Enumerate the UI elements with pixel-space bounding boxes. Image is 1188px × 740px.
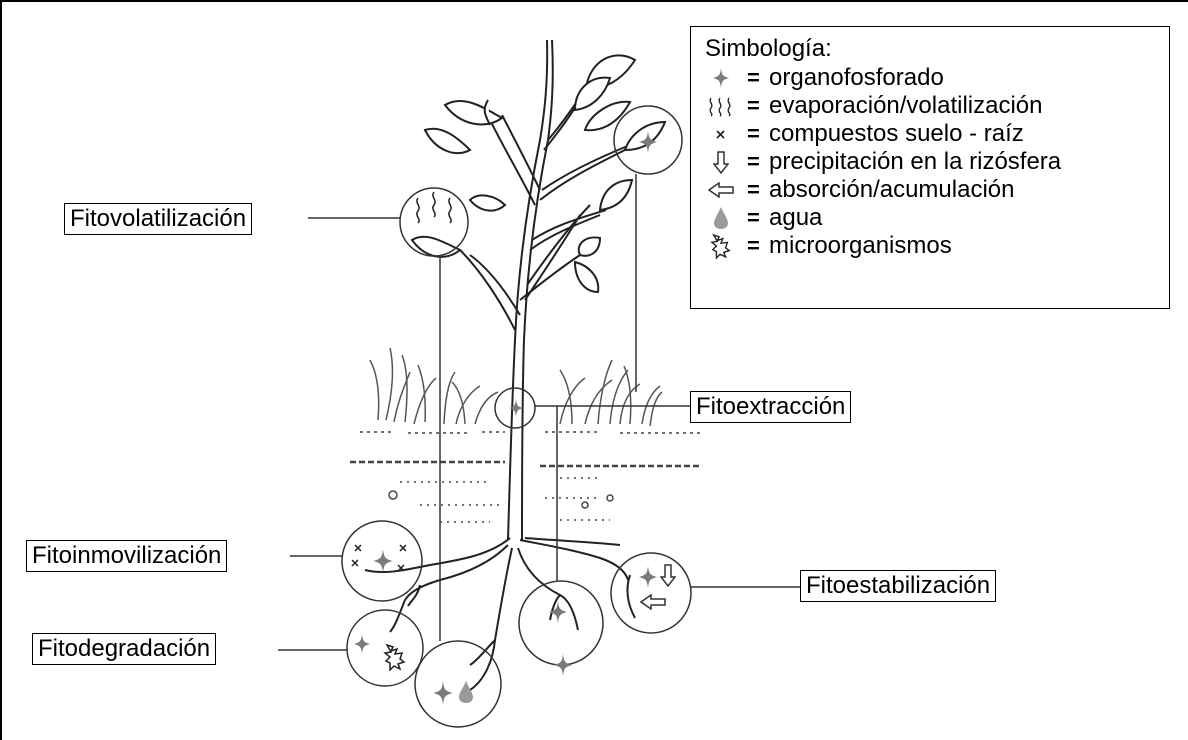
plant-roots bbox=[365, 538, 635, 690]
cross-mark-icon bbox=[703, 120, 739, 148]
legend-text: absorción/acumulación bbox=[769, 176, 1014, 204]
label-fitodegradacion: Fitodegradación bbox=[32, 633, 216, 665]
legend-text: precipitación en la rizósfera bbox=[769, 148, 1061, 176]
legend-box: Simbología: = organofosforado = evaporac… bbox=[690, 26, 1170, 309]
cross-marks bbox=[352, 545, 406, 571]
legend-item: = precipitación en la rizósfera bbox=[703, 148, 1163, 176]
label-fitoinmovilizacion: Fitoinmovilización bbox=[26, 540, 227, 572]
legend-text: compuestos suelo - raíz bbox=[769, 120, 1024, 148]
label-fitoestabilizacion: Fitoestabilización bbox=[800, 570, 996, 602]
water-drop-icon bbox=[703, 204, 739, 232]
microorganism-icon bbox=[703, 232, 739, 260]
legend-text: microorganismos bbox=[769, 232, 952, 260]
legend-separator: = bbox=[747, 148, 760, 176]
legend-item: = organofosforado bbox=[703, 64, 1163, 92]
legend-item: = absorción/acumulación bbox=[703, 176, 1163, 204]
legend-text: evaporación/volatilización bbox=[769, 92, 1043, 120]
evaporation-wave-icon bbox=[703, 92, 739, 120]
legend-title: Simbología: bbox=[705, 35, 832, 63]
legend-text: organofosforado bbox=[769, 64, 944, 92]
legend-separator: = bbox=[747, 176, 760, 204]
left-arrow-icon bbox=[703, 176, 739, 204]
down-arrow-icon bbox=[703, 148, 739, 176]
legend-separator: = bbox=[747, 232, 760, 260]
legend-separator: = bbox=[747, 92, 760, 120]
legend-separator: = bbox=[747, 204, 760, 232]
legend-separator: = bbox=[747, 120, 760, 148]
legend-item: = evaporación/volatilización bbox=[703, 92, 1163, 120]
legend-separator: = bbox=[747, 64, 760, 92]
legend-item: = agua bbox=[703, 204, 1163, 232]
legend-item: = microorganismos bbox=[703, 232, 1163, 260]
label-fitoextraccion: Fitoextracción bbox=[690, 391, 851, 423]
label-fitovolatilizacion: Fitovolatilización bbox=[64, 203, 252, 235]
legend-item: = compuestos suelo - raíz bbox=[703, 120, 1163, 148]
evaporation-waves bbox=[417, 192, 451, 223]
plant-leaves bbox=[412, 55, 665, 292]
legend-text: agua bbox=[769, 204, 822, 232]
organophosphate-star-icon bbox=[703, 64, 739, 92]
soil-lines bbox=[350, 432, 700, 522]
